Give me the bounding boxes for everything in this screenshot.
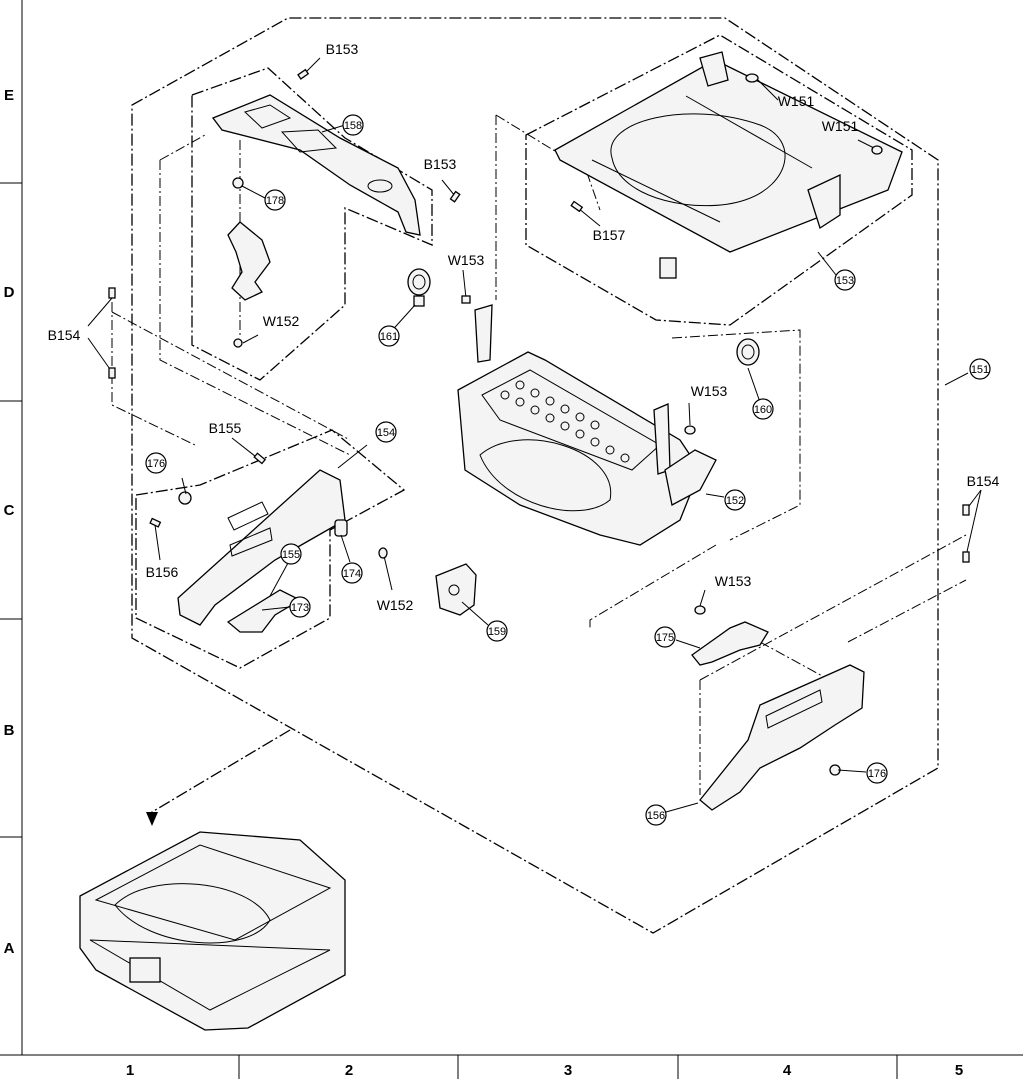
label-b157: B157 [593,227,626,243]
grid-row-b: B [4,722,15,739]
lever-175 [692,622,768,665]
svg-text:176: 176 [147,458,165,470]
grid-col-1: 1 [126,1062,134,1079]
grid-col-5: 5 [955,1062,963,1079]
grid-col-2: 2 [345,1062,353,1079]
gear-160 [737,339,759,365]
svg-text:156: 156 [647,810,665,822]
callout-173: 173 [290,597,310,617]
label-w152-top: W152 [263,313,300,329]
callout-178: 178 [265,190,285,210]
label-b156: B156 [146,564,179,580]
callout-176-left: 176 [146,453,166,473]
label-w152-bottom: W152 [377,597,414,613]
callout-175: 175 [655,627,675,647]
svg-text:155: 155 [282,549,300,561]
callout-159: 159 [487,621,507,641]
label-b153-top: B153 [326,41,359,57]
svg-text:158: 158 [344,120,362,132]
callout-155: 155 [281,544,301,564]
callout-154: 154 [376,422,396,442]
completed-assembly [80,832,345,1030]
label-w153-mid: W153 [691,383,728,399]
part-174 [335,520,347,536]
label-b154-left: B154 [48,327,81,343]
callout-151: 151 [970,359,990,379]
assembly-leader [152,730,290,825]
label-w153-bottom: W153 [715,573,752,589]
chassis-153 [555,52,902,278]
svg-text:154: 154 [377,427,395,439]
callout-152: 152 [725,490,745,510]
label-b154-right: B154 [967,473,1000,489]
callout-174: 174 [342,563,362,583]
svg-text:176: 176 [868,768,886,780]
bracket-158 [213,95,420,235]
svg-text:159: 159 [488,626,506,638]
callout-158: 158 [343,115,363,135]
grid-col-3: 3 [564,1062,572,1079]
label-w153-top: W153 [448,252,485,268]
callout-161: 161 [379,326,399,346]
grid-col-4: 4 [783,1062,792,1079]
bracket-159 [436,564,476,615]
callout-176-right: 176 [867,763,887,783]
grid-row-c: C [4,502,15,519]
label-w151-b: W151 [822,118,859,134]
gear-161 [408,269,430,306]
label-b153-mid: B153 [424,156,457,172]
svg-text:178: 178 [266,195,284,207]
callout-160: 160 [753,399,773,419]
svg-text:160: 160 [754,404,772,416]
svg-text:173: 173 [291,602,309,614]
callout-156: 156 [646,805,666,825]
grid-row-e: E [4,87,14,104]
part-173 [228,590,300,632]
label-w151-a: W151 [778,93,815,109]
side-plate-156 [700,665,864,810]
svg-text:153: 153 [836,275,854,287]
callout-153: 153 [835,270,855,290]
label-b155: B155 [209,420,242,436]
main-frame-152 [458,305,716,545]
grid-row-d: D [4,284,15,301]
svg-text:175: 175 [656,632,674,644]
svg-text:152: 152 [726,495,744,507]
svg-text:161: 161 [380,331,398,343]
svg-text:174: 174 [343,568,361,580]
part-labels: B153 B153 W153 W151 W151 B157 B154 W152 … [48,41,1000,613]
grid-row-a: A [4,940,15,957]
svg-text:151: 151 [971,364,989,376]
